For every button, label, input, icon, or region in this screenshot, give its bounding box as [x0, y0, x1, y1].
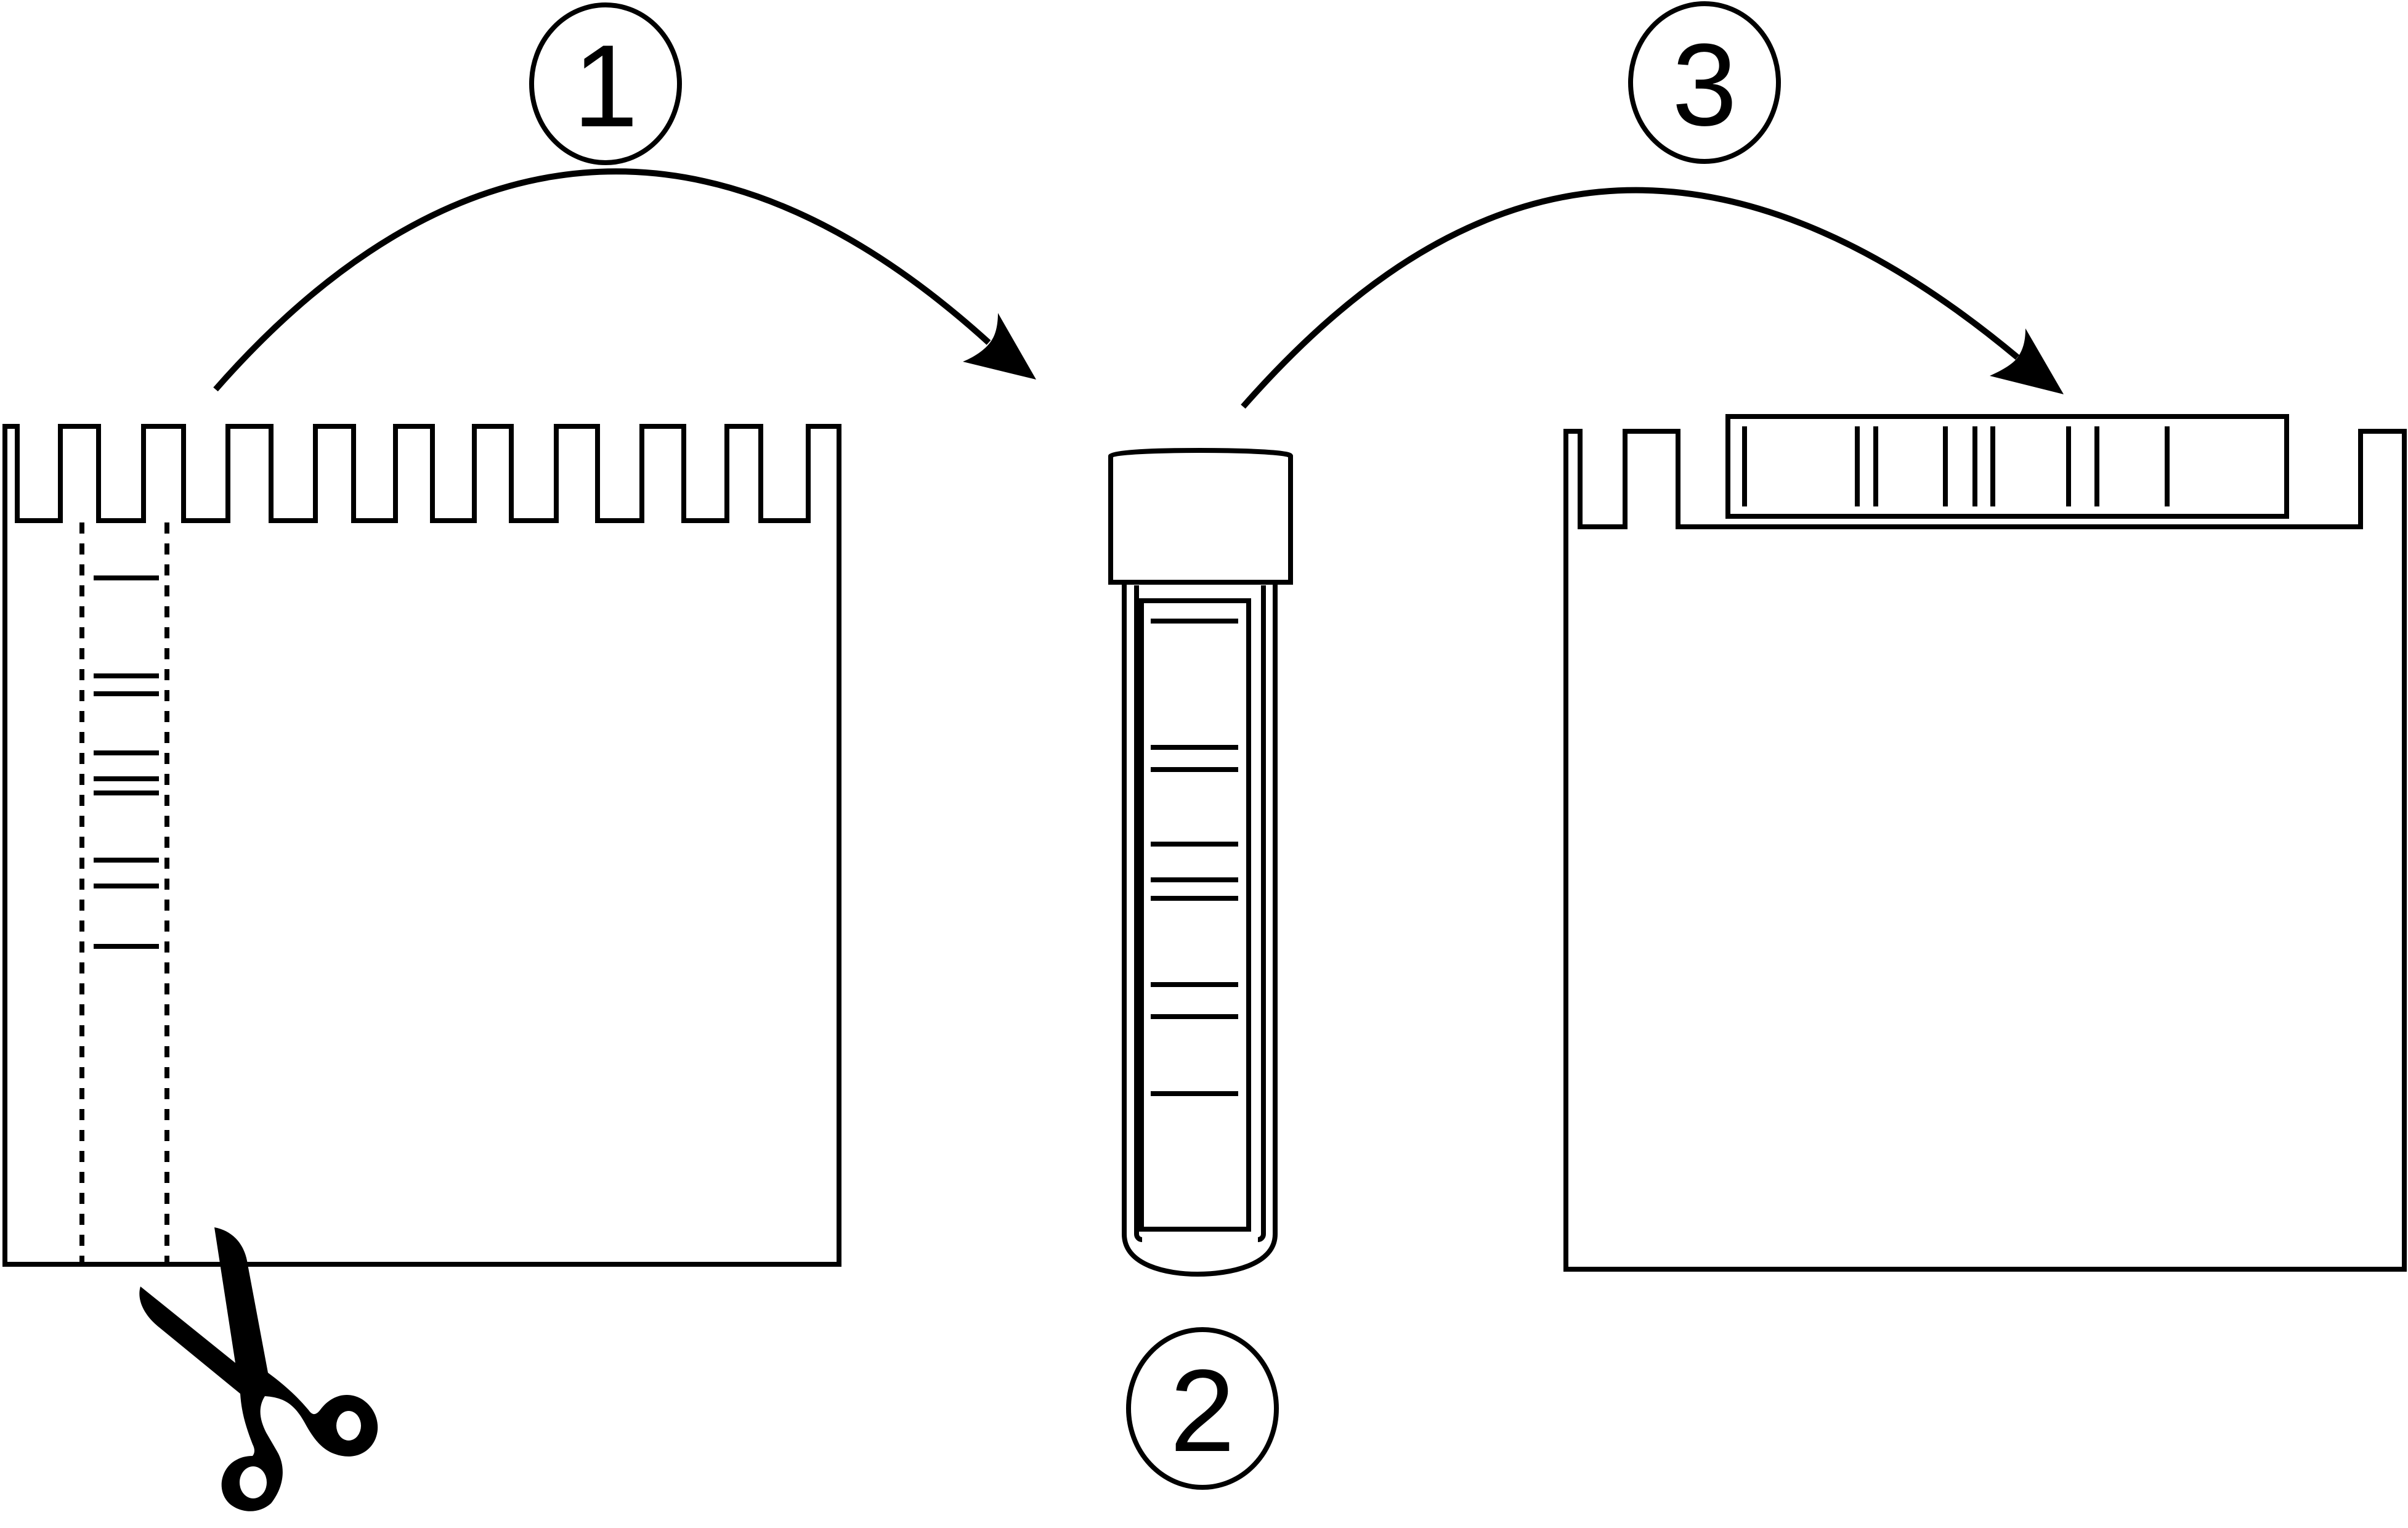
strip-bands-vertical	[1742, 426, 2170, 506]
strip-bands	[1151, 619, 1238, 1096]
step-marker-2: 2	[1126, 1327, 1279, 1490]
scissors-icon	[139, 1227, 378, 1511]
tube-inner-wall-right	[1257, 585, 1266, 1242]
first-dimension-gel	[2, 424, 841, 1267]
gel-strip-in-tube	[1139, 598, 1251, 1232]
curved-arrow-icon	[213, 168, 1036, 392]
lane-bands	[94, 575, 159, 949]
step-number-3: 3	[1672, 20, 1737, 150]
step-marker-3: 3	[1628, 1, 1781, 164]
gel-strip-on-gel	[1725, 414, 2289, 519]
equilibration-tube	[1108, 448, 1293, 1277]
gel-outline-with-wells	[2, 424, 841, 1267]
tube-inner-wall	[1134, 585, 1143, 1242]
tube-cap	[1108, 448, 1293, 585]
step-marker-1: 1	[529, 2, 682, 165]
step-number-2: 2	[1170, 1346, 1235, 1476]
curved-arrow-icon	[1241, 187, 2064, 409]
gel-outline-with-slot	[1563, 429, 2407, 1272]
tube-body	[1122, 582, 1278, 1277]
step-number-1: 1	[573, 21, 638, 152]
second-dimension-gel	[1563, 414, 2407, 1272]
